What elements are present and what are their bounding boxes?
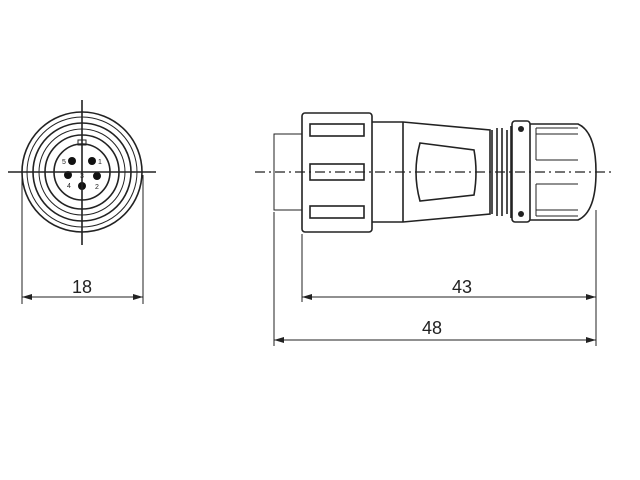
pin-label-2: 2 [95, 184, 99, 191]
dimension-label-43: 43 [452, 277, 472, 297]
front-stub [273, 133, 302, 211]
collar-dot [518, 126, 524, 132]
front-view: 1 2 3 4 5 18 [8, 100, 156, 304]
grip-slot [309, 123, 365, 137]
gland-ribs [535, 127, 578, 217]
body-window [415, 142, 477, 202]
pin-1 [88, 157, 96, 165]
pin-2 [93, 172, 101, 180]
collar-dot [518, 211, 524, 217]
pin-label-5: 5 [62, 159, 66, 166]
pin-label-1: 1 [98, 159, 102, 166]
pin-label-4: 4 [67, 183, 71, 190]
side-view: 43 48 [255, 112, 612, 346]
grip-slot [309, 205, 365, 219]
pin-5 [68, 157, 76, 165]
dimension-label-48: 48 [422, 318, 442, 338]
dimension-label-18: 18 [72, 277, 92, 297]
pin-4 [64, 171, 72, 179]
